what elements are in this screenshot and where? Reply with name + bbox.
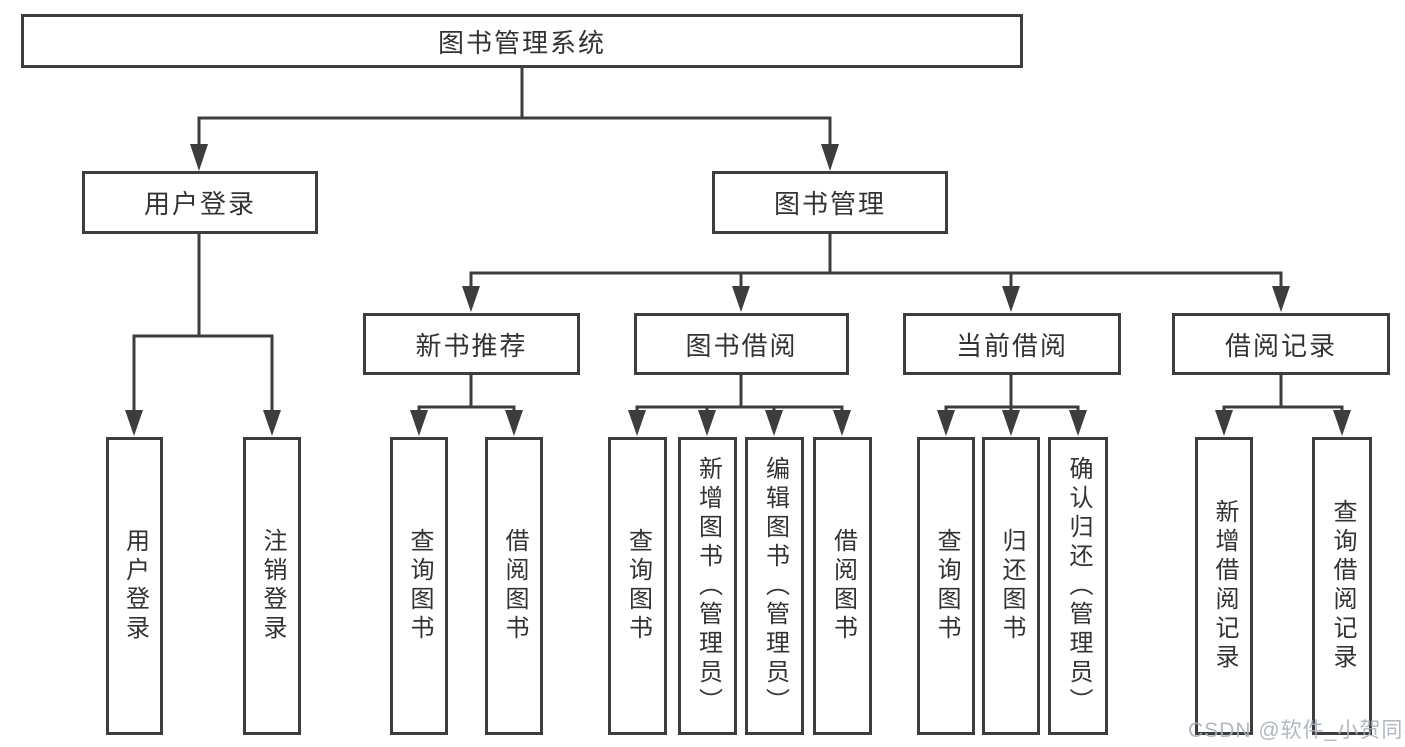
node-leaf-logout: 注销登录 [243, 437, 301, 735]
node-leaf-return-books: 归还图书 [982, 437, 1040, 735]
node-leaf-confirm-return-admin: 确认归还（管理员） [1048, 437, 1108, 735]
node-leaf-edit-books-admin: 编辑图书（管理员） [745, 437, 804, 735]
node-new-book-recommendation: 新书推荐 [363, 313, 580, 375]
leaf-label: 新增借阅记录 [1211, 499, 1238, 673]
leaf-label: 查询借阅记录 [1329, 499, 1356, 673]
node-leaf-query-books-current: 查询图书 [917, 437, 975, 735]
leaf-label: 归还图书 [998, 528, 1025, 644]
node-leaf-query-borrow-record: 查询借阅记录 [1312, 437, 1372, 735]
leaf-label: 借阅图书 [501, 528, 528, 644]
leaf-label: 新增图书（管理员） [694, 455, 722, 717]
node-user-login: 用户登录 [82, 171, 318, 234]
node-borrowing-records: 借阅记录 [1172, 313, 1390, 375]
node-leaf-borrow-books-recommend: 借阅图书 [485, 437, 543, 735]
leaf-label: 用户登录 [121, 528, 149, 644]
node-book-management: 图书管理 [712, 171, 948, 234]
leaf-label: 编辑图书（管理员） [761, 455, 789, 717]
node-leaf-query-books-recommend: 查询图书 [390, 437, 448, 735]
leaf-label: 注销登录 [259, 528, 286, 644]
leaf-label: 查询图书 [406, 528, 433, 644]
node-current-borrowing: 当前借阅 [903, 313, 1121, 375]
leaf-label: 查询图书 [624, 528, 652, 644]
leaf-label: 借阅图书 [829, 528, 857, 644]
leaf-label: 确认归还（管理员） [1065, 455, 1092, 717]
arrowheads [125, 144, 1351, 436]
leaf-label: 查询图书 [933, 528, 960, 644]
node-book-borrowing: 图书借阅 [634, 313, 849, 375]
node-leaf-user-login: 用户登录 [106, 437, 163, 735]
node-root-library-system: 图书管理系统 [21, 14, 1023, 68]
csdn-watermark: CSDN @软件_小贺同学 [1188, 719, 1405, 742]
node-leaf-add-books-admin: 新增图书（管理员） [678, 437, 737, 735]
node-leaf-borrow-books: 借阅图书 [813, 437, 872, 735]
node-leaf-add-borrow-record: 新增借阅记录 [1195, 437, 1253, 735]
node-leaf-query-books-borrow: 查询图书 [608, 437, 667, 735]
